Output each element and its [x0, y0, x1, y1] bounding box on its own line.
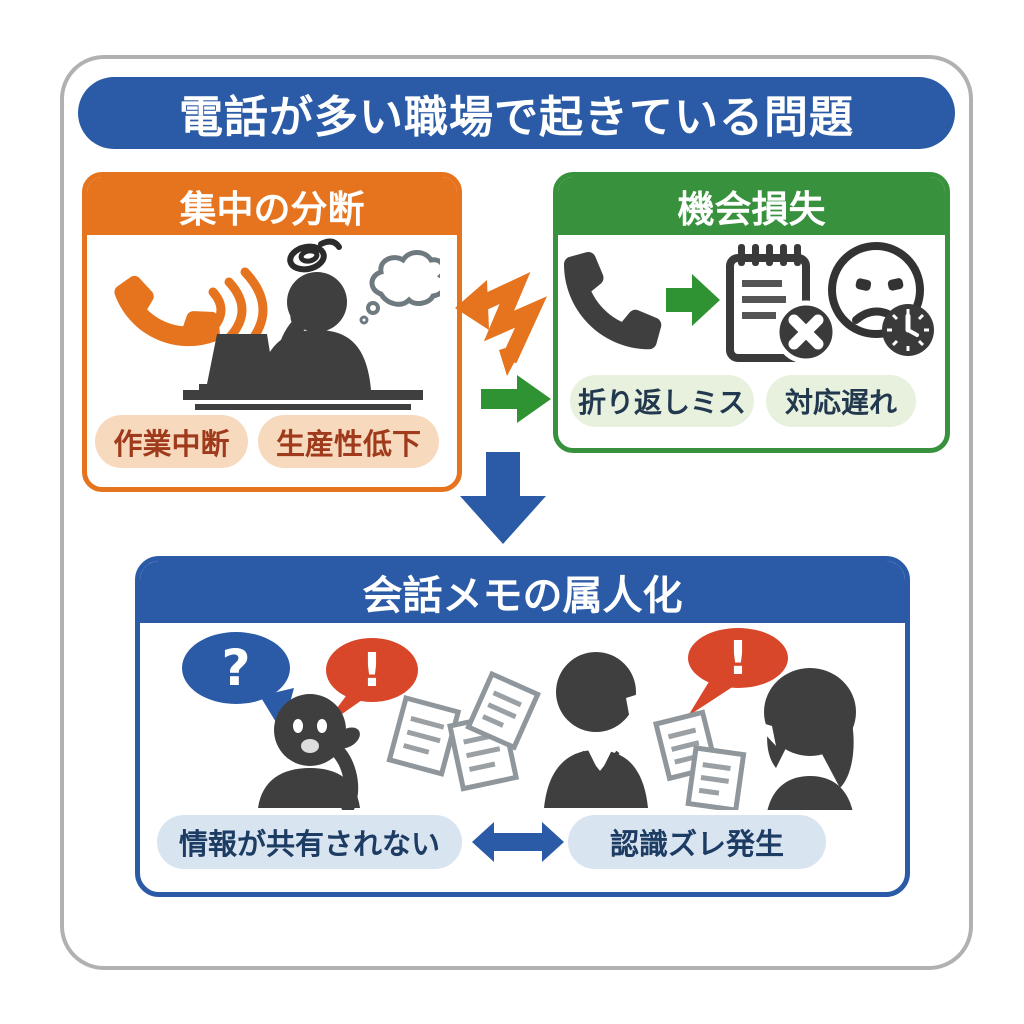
thought-cloud-icon [359, 250, 440, 325]
ringing-phone-icon [114, 267, 268, 353]
lightning-arrow-left-icon [455, 272, 547, 376]
tag-delayed-response: 対応遅れ [766, 375, 916, 427]
tag-label: 折り返しミス [577, 386, 746, 419]
page-title: 電話が多い職場で起きている問題 [179, 92, 854, 143]
stressed-worker-at-laptop-icon [183, 272, 423, 410]
phone-icon [564, 251, 662, 350]
memo-box-title: 会話メモの属人化 [362, 573, 683, 619]
exclamation-mark: ! [728, 631, 749, 685]
flow-arrow-down-icon [460, 452, 546, 544]
tag-work-interruption: 作業中断 [95, 415, 248, 468]
dizzy-swirl-icon [287, 238, 342, 273]
diagram-title-bar: 電話が多い職場で起きている問題 [78, 77, 955, 149]
tag-label: 情報が共有されない [178, 827, 440, 861]
tag-label: 対応遅れ [784, 386, 897, 419]
person-on-phone-icon [258, 694, 360, 810]
flow-arrow-right-icon [481, 375, 551, 423]
focus-illustration [114, 238, 440, 410]
talking-woman-icon [752, 668, 856, 810]
opportunity-box-header: 機会損失 [558, 177, 945, 235]
memo-illustration: ? ! [182, 628, 856, 810]
sad-face-clock-icon [828, 242, 934, 356]
exclamation-bubble-icon: ! [688, 628, 788, 716]
tag-label: 認識ズレ発生 [609, 827, 784, 861]
tag-label: 作業中断 [113, 426, 230, 461]
exclamation-mark: ! [362, 643, 383, 697]
scattered-papers-icon [386, 670, 541, 792]
focus-box-title: 集中の分断 [179, 188, 365, 231]
memo-box-header: 会話メモの属人化 [140, 561, 905, 623]
double-arrow-horizontal-icon [472, 822, 564, 862]
question-bubble-icon: ? [182, 632, 294, 732]
scattered-papers-icon [652, 709, 747, 810]
tag-label: 生産性低下 [275, 426, 421, 461]
tag-info-not-shared: 情報が共有されない [157, 815, 462, 869]
talking-man-icon [544, 652, 652, 808]
memo-error-icon [726, 244, 838, 364]
question-mark: ? [221, 639, 250, 697]
focus-box-header: 集中の分断 [87, 177, 457, 235]
opportunity-illustration [564, 242, 934, 364]
tag-productivity-drop: 生産性低下 [258, 415, 439, 468]
tag-recognition-gap: 認識ズレ発生 [568, 815, 826, 869]
opportunity-box-title: 機会損失 [677, 188, 826, 231]
arrow-right-icon [666, 274, 720, 326]
tag-callback-mistake: 折り返しミス [570, 375, 754, 427]
